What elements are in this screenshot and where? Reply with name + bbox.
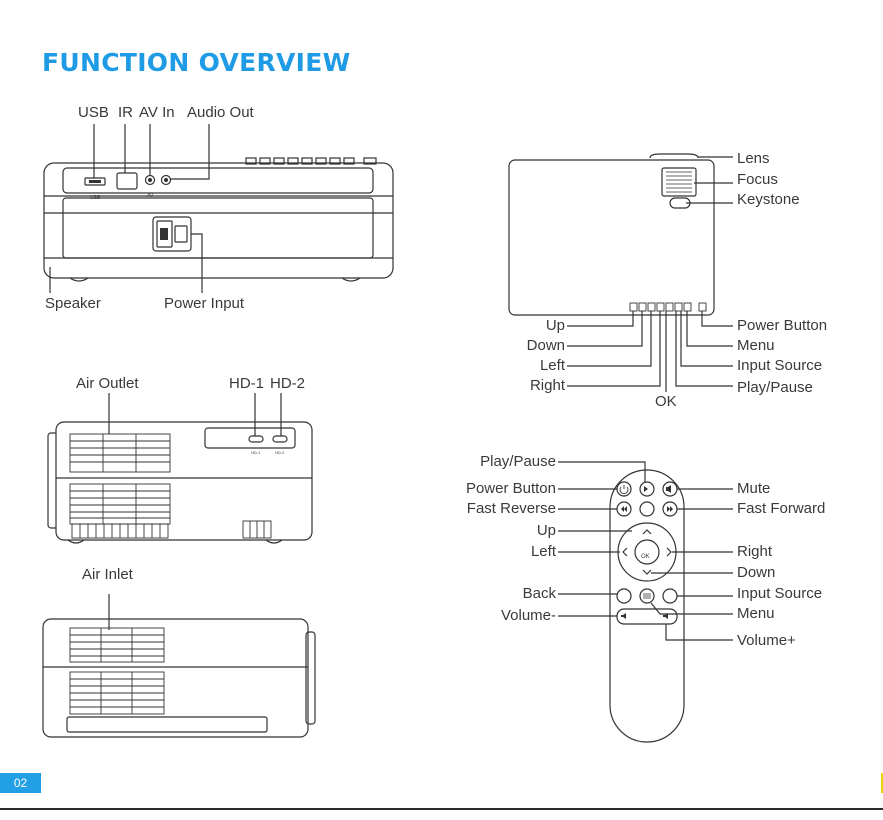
- remote-ok-caption: OK: [641, 554, 650, 560]
- projector-back-view: [43, 124, 394, 293]
- label-ok: OK: [655, 393, 677, 410]
- label-ir: IR: [118, 104, 133, 121]
- label-power-button: Power Button: [737, 317, 828, 334]
- remote-label-volume-up: Volume+: [737, 632, 796, 649]
- av-port-caption: AV: [147, 193, 154, 199]
- remote-label-down: Down: [737, 564, 776, 581]
- label-up: Up: [545, 317, 565, 334]
- label-av-in: AV In: [139, 104, 175, 121]
- page-number: 02: [0, 773, 41, 793]
- projector-top-view: [508, 153, 733, 392]
- remote-label-input-source: Input Source: [737, 585, 823, 602]
- label-down: Down: [526, 337, 565, 354]
- remote-home-key-icon: [639, 501, 655, 517]
- label-audio-out: Audio Out: [187, 104, 254, 121]
- label-power-input: Power Input: [164, 295, 245, 312]
- label-air-inlet: Air Inlet: [82, 566, 133, 583]
- usb-port-caption: USB: [90, 195, 101, 201]
- label-input-source: Input Source: [737, 357, 823, 374]
- remote-label-mute: Mute: [737, 480, 771, 497]
- av-jack-icon: [144, 174, 156, 186]
- label-hd2: HD-2: [270, 375, 306, 392]
- label-keystone: Keystone: [737, 191, 800, 208]
- label-air-outlet: Air Outlet: [76, 375, 139, 392]
- edge-marker: [881, 773, 883, 793]
- projector-side-view: [47, 393, 313, 544]
- remote-label-up: Up: [536, 522, 556, 539]
- remote-label-right: Right: [737, 543, 773, 560]
- remote-label-back: Back: [522, 585, 556, 602]
- remote-label-power-button: Power Button: [465, 480, 556, 497]
- remote-play-key-icon: [639, 481, 655, 497]
- label-usb: USB: [78, 104, 109, 121]
- label-menu: Menu: [737, 337, 775, 354]
- remote-menu-key-icon: [639, 588, 655, 604]
- usb-port-icon: [84, 177, 106, 186]
- hd2-port-caption: HD-2: [275, 450, 285, 455]
- remote-back-key-icon: [616, 588, 632, 604]
- remote-label-volume-down: Volume-: [500, 607, 556, 624]
- label-left: Left: [539, 357, 565, 374]
- remote-label-left: Left: [530, 543, 556, 560]
- remote-control: [558, 461, 733, 743]
- page-title: FUNCTION OVERVIEW: [42, 48, 351, 77]
- projector-inlet-view: [42, 594, 316, 738]
- remote-label-fast-reverse: Fast Reverse: [466, 500, 556, 517]
- label-lens: Lens: [737, 150, 770, 167]
- hd1-port-caption: HD-1: [251, 450, 261, 455]
- label-hd1: HD-1: [229, 375, 265, 392]
- label-focus: Focus: [737, 171, 778, 188]
- audio-jack-icon: [160, 174, 172, 186]
- remote-label-play-pause: Play/Pause: [480, 453, 556, 470]
- label-play-pause: Play/Pause: [737, 379, 813, 396]
- label-right: Right: [529, 377, 565, 394]
- remote-label-fast-forward: Fast Forward: [737, 500, 826, 517]
- ir-window-icon: [116, 172, 138, 190]
- remote-ok-key: [634, 539, 660, 565]
- label-speaker: Speaker: [45, 295, 101, 312]
- page-edge-line: [0, 808, 883, 810]
- remote-label-menu: Menu: [737, 605, 775, 622]
